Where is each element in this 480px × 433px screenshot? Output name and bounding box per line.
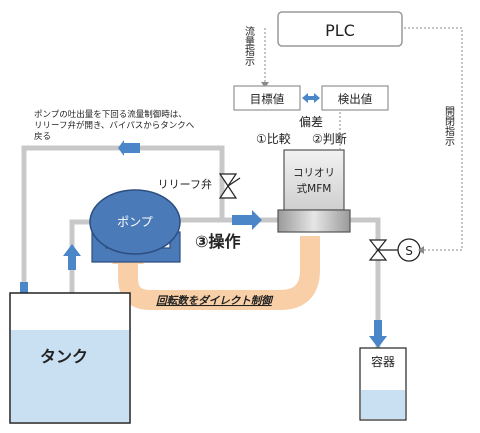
container-label: 容器 [371,354,395,369]
target-value-label: 目標値 [250,92,285,106]
relief-note-line1: ポンプの吐出量を下回る流量制御時は、 [34,109,187,120]
tank-water [11,330,129,422]
compare-arrow [302,93,320,103]
tank-label: タンク [40,347,88,366]
signal-lines [264,27,463,251]
flow-arrow-container [369,320,387,348]
relief-note-line3: 戻る [34,131,51,142]
relief-note-line2: リリーフ弁が開き、バイパスからタンクへ [34,120,195,131]
mfm-label-line1: コリオリ [293,167,335,179]
relief-valve-label: リリーフ弁 [158,177,212,191]
relief-valve: リリーフ弁 [158,173,241,199]
open-close-arrowhead [418,246,424,254]
solenoid-valve: S [368,238,421,262]
target-value-box: 目標値 [233,85,301,111]
mfm-label-line2: 式MFM [297,182,332,195]
pump-body [89,189,181,255]
flow-command-label: 流量指示 [243,25,255,66]
detected-value-label: 検出値 [338,92,373,106]
detected-value-box: 検出値 [321,85,389,111]
mfm-sensor [277,209,351,233]
mfm-head [283,149,345,211]
flow-arrow-suction [63,244,81,270]
flow-command-arrowhead [261,82,269,88]
open-close-line [400,27,463,251]
tank: タンク [9,292,131,424]
flow-arrow-discharge [232,210,262,230]
pump: ポンプ [89,189,181,263]
container-liquid [361,390,405,419]
judge-label: ②判断 [312,131,347,146]
pump-label: ポンプ [117,215,153,229]
container: 容器 [359,347,407,421]
operate-label: ③操作 [195,232,241,251]
outlet-pipe [344,217,381,368]
compare-label: ①比較 [256,131,291,146]
relief-note: ポンプの吐出量を下回る流量制御時は、 リリーフ弁が開き、バイパスからタンクへ 戻… [34,109,195,142]
coriolis-mfm: コリオリ 式MFM [277,149,351,233]
flow-arrow-bypass [118,140,140,156]
deviation-label: 偏差 [299,114,323,129]
plc: PLC [277,11,403,47]
open-close-command-label: 開閉指示 [443,106,455,146]
speed-control-label: 回転数をダイレクト制御 [156,294,274,307]
solenoid-label: S [405,244,413,258]
plc-label: PLC [325,21,355,40]
